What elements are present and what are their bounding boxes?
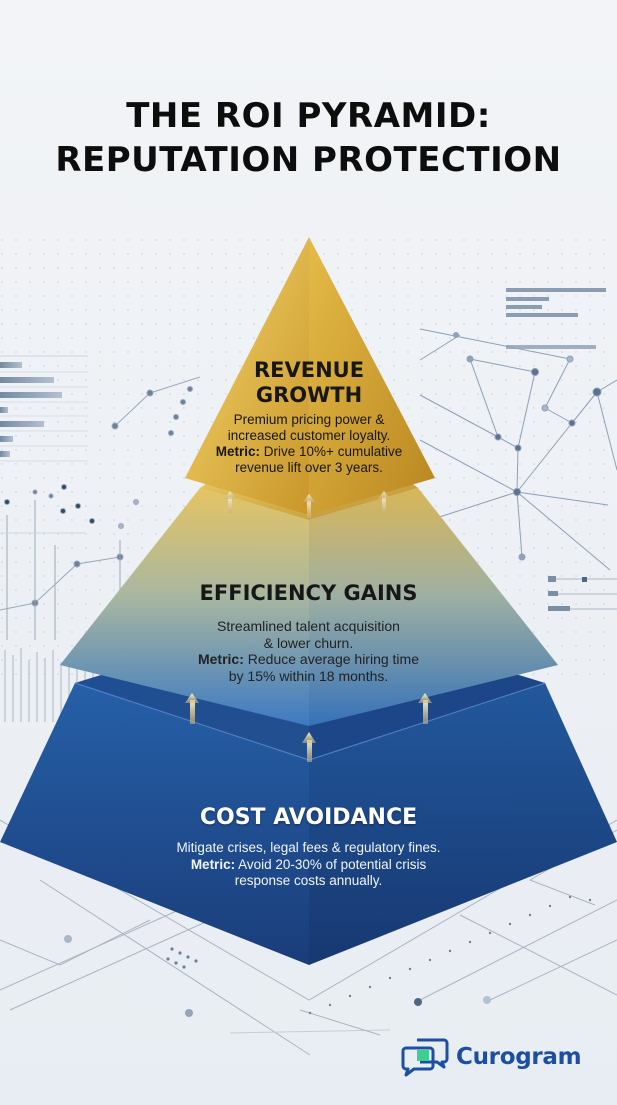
metric-label: Metric:	[215, 444, 261, 459]
description-line: increased customer loyalty.	[227, 428, 391, 443]
metric-text: Reduce average hiring time	[243, 651, 419, 667]
curogram-logo: Curogram	[400, 1037, 582, 1077]
metric-text: Drive 10%+ cumulative	[260, 444, 403, 459]
floor-dots-decoration	[166, 895, 592, 1015]
arrow-up-icon	[185, 693, 199, 724]
left-bar-chart-decoration	[0, 355, 88, 462]
chat-bubbles-icon	[401, 1038, 449, 1077]
arrow-up-icon	[378, 491, 390, 513]
tier-middle-text: EFFICIENCY GAINS Streamlined talent acqu…	[140, 580, 477, 684]
tier-heading-revenue-growth: REVENUE GROWTH	[180, 358, 438, 408]
tier-heading-efficiency-gains: EFFICIENCY GAINS	[199, 581, 418, 605]
tier-description: Premium pricing power & increased custom…	[180, 412, 438, 476]
metric-line: response costs annually.	[234, 873, 383, 888]
arrow-up-icon	[224, 491, 236, 513]
description-line: Mitigate crises, legal fees & regulatory…	[176, 840, 441, 855]
metric-line: by 15% within 18 months.	[228, 667, 389, 684]
title-line-2: REPUTATION PROTECTION	[55, 140, 562, 180]
tier-top-revenue-growth	[185, 237, 435, 515]
metric-line: Metric: Reduce average hiring time	[140, 651, 477, 668]
description-line: Streamlined talent acquisition	[217, 618, 400, 634]
arrow-up-icon	[418, 693, 432, 724]
logo-text: Curogram	[456, 1044, 582, 1070]
heading-line: GROWTH	[255, 383, 363, 407]
arrow-up-icon	[303, 494, 315, 518]
tier-description: Streamlined talent acquisition & lower c…	[140, 618, 477, 684]
tier-bottom-text: COST AVOIDANCE Mitigate crises, legal fe…	[120, 804, 497, 890]
metric-line: Metric: Avoid 20-30% of potential crisis	[120, 857, 497, 874]
arrow-up-icon-group	[185, 491, 432, 762]
metric-label: Metric:	[190, 856, 236, 872]
metric-line: revenue lift over 3 years.	[235, 460, 383, 475]
tier-top-text: REVENUE GROWTH Premium pricing power & i…	[180, 358, 438, 476]
title-line-1: THE ROI PYRAMID:	[126, 96, 491, 136]
right-bar-chart-decoration	[506, 288, 617, 611]
page-title: THE ROI PYRAMID: REPUTATION PROTECTION	[0, 94, 617, 182]
description-line: Premium pricing power &	[233, 412, 385, 427]
tier-description: Mitigate crises, legal fees & regulatory…	[120, 840, 497, 890]
metric-line: Metric: Drive 10%+ cumulative	[180, 444, 438, 460]
left-line-chart-decoration	[0, 376, 201, 640]
arrow-up-icon	[302, 732, 316, 762]
metric-label: Metric:	[197, 651, 244, 667]
tier-middle-efficiency-gains	[60, 478, 558, 726]
metric-text: Avoid 20-30% of potential crisis	[235, 856, 427, 872]
right-network-decoration	[419, 328, 617, 571]
heading-line: REVENUE	[253, 358, 365, 382]
tier-heading-cost-avoidance: COST AVOIDANCE	[199, 805, 418, 830]
description-line: & lower churn.	[263, 634, 354, 651]
